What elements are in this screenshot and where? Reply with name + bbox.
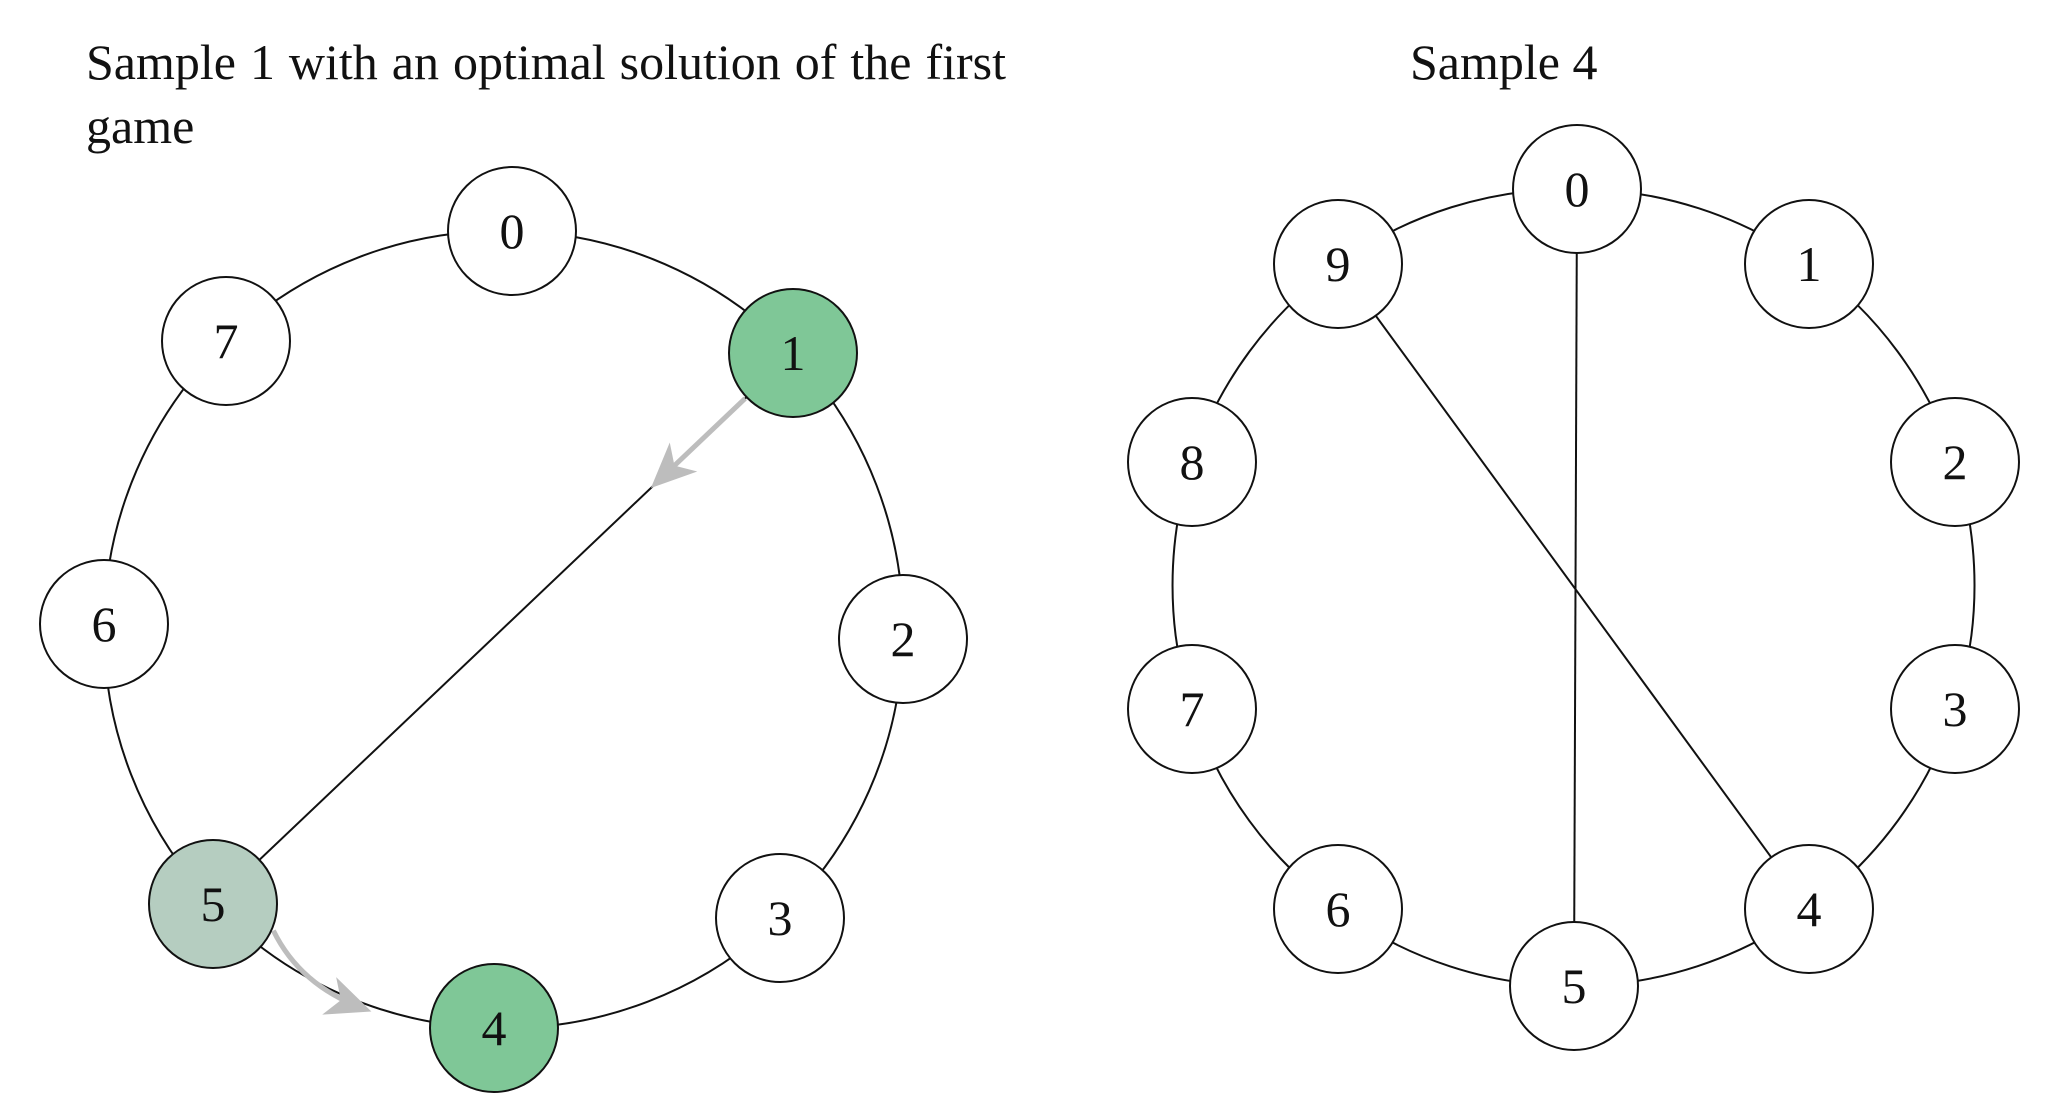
move-arrow-5-to-4: [271, 929, 372, 1015]
node-circle: [1127, 397, 1257, 527]
node-s4-6: 6: [1273, 844, 1403, 974]
move-arrow-1-to-5: [650, 396, 747, 488]
nodes-layer: 0 1 2 3 4 5 6 7 0 1 2 3 4 5 6 7 8 9: [39, 124, 2020, 1093]
node-circle: [1127, 644, 1257, 774]
chord-edge-9-4: [1337, 263, 1810, 910]
node-circle: [1273, 199, 1403, 329]
node-label: 2: [1943, 434, 1968, 490]
node-circle: [429, 963, 559, 1093]
node-s1-4: 4: [429, 963, 559, 1093]
node-s1-7: 7: [161, 276, 291, 406]
node-label: 4: [482, 1000, 507, 1056]
edges-layer: [102, 187, 1976, 1030]
node-s1-0: 0: [447, 166, 577, 296]
node-label: 7: [1180, 681, 1205, 737]
node-circle: [161, 276, 291, 406]
node-s4-9: 9: [1273, 199, 1403, 329]
node-s1-1: 1: [728, 288, 858, 418]
node-circle: [728, 288, 858, 418]
node-label: 8: [1180, 434, 1205, 490]
node-circle: [39, 559, 169, 689]
node-s4-8: 8: [1127, 397, 1257, 527]
node-circle: [1890, 644, 2020, 774]
node-label: 4: [1797, 881, 1822, 937]
chord-edge-0-5: [1573, 188, 1578, 987]
node-label: 9: [1326, 236, 1351, 292]
node-label: 7: [214, 313, 239, 369]
figure-title-sample-1: Sample 1 with an optimal solution of the…: [86, 34, 1006, 154]
node-s4-7: 7: [1127, 644, 1257, 774]
node-circle: [148, 839, 278, 969]
node-label: 0: [1565, 161, 1590, 217]
node-circle: [1744, 844, 1874, 974]
node-circle: [1744, 199, 1874, 329]
node-circle: [838, 574, 968, 704]
node-s4-4: 4: [1744, 844, 1874, 974]
node-circle: [447, 166, 577, 296]
node-label: 5: [1562, 958, 1587, 1014]
node-label: 1: [1797, 236, 1822, 292]
node-s1-5: 5: [148, 839, 278, 969]
node-label: 1: [781, 325, 806, 381]
node-label: 5: [201, 876, 226, 932]
node-s1-2: 2: [838, 574, 968, 704]
node-label: 3: [768, 890, 793, 946]
node-label: 3: [1943, 681, 1968, 737]
figure-title-sample-4: Sample 4: [1410, 34, 1598, 90]
node-s4-5: 5: [1509, 921, 1639, 1051]
node-label: 0: [500, 203, 525, 259]
node-circle: [1273, 844, 1403, 974]
node-label: 2: [891, 611, 916, 667]
node-circle: [1512, 124, 1642, 254]
node-label: 6: [92, 596, 117, 652]
node-s1-3: 3: [715, 853, 845, 983]
node-circle: [1509, 921, 1639, 1051]
arrows-layer: [271, 396, 747, 1015]
node-s4-0: 0: [1512, 124, 1642, 254]
node-s4-3: 3: [1890, 644, 2020, 774]
node-s1-6: 6: [39, 559, 169, 689]
node-s4-2: 2: [1890, 397, 2020, 527]
node-circle: [1890, 397, 2020, 527]
node-label: 6: [1326, 881, 1351, 937]
node-s4-1: 1: [1744, 199, 1874, 329]
node-circle: [715, 853, 845, 983]
